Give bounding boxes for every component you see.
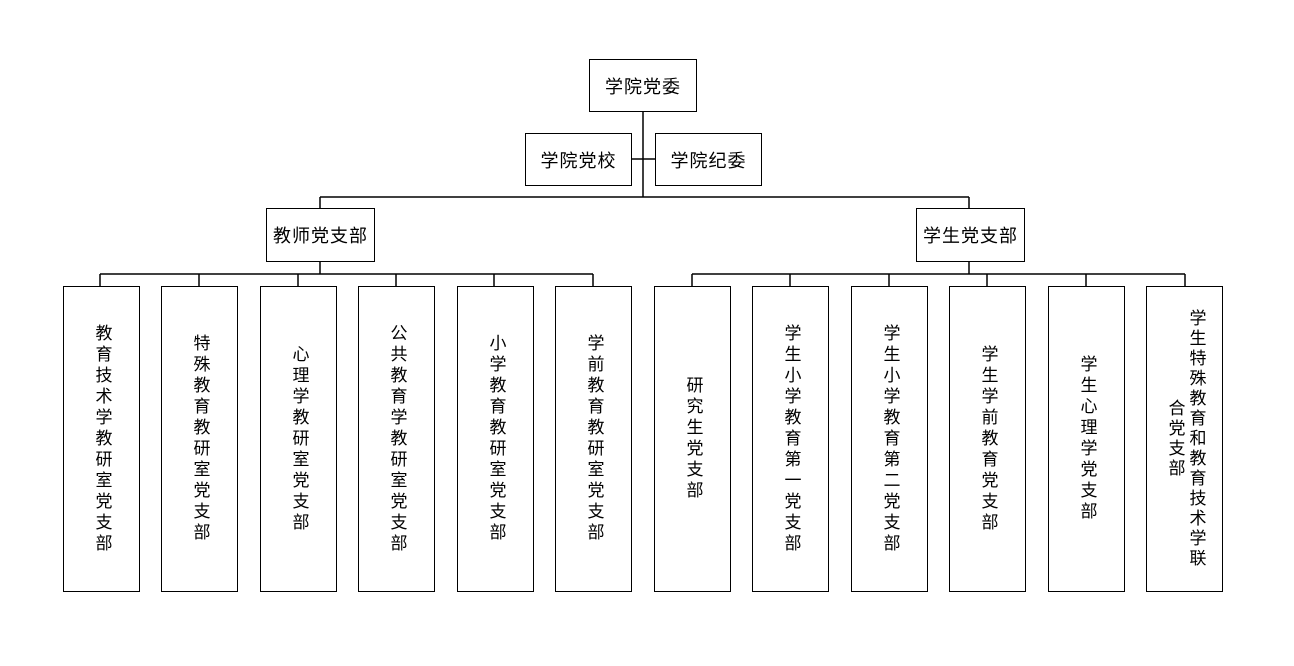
discipline-committee-label: 学院纪委 — [670, 150, 747, 172]
party-school-label: 学院党校 — [540, 150, 617, 172]
teacher-child-node: 学前教育教研室党支部 — [555, 286, 632, 592]
teacher-child-node: 特殊教育教研室党支部 — [161, 286, 238, 592]
student-child-node: 学生心理学党支部 — [1048, 286, 1125, 592]
teacher-child-label: 小学教育教研室党支部 — [485, 334, 506, 544]
student-branch-label: 学生党支部 — [923, 226, 1018, 247]
teacher-child-label: 特殊教育教研室党支部 — [189, 334, 210, 544]
student-child-node: 研究生党支部 — [654, 286, 731, 592]
teacher-child-node: 心理学教研室党支部 — [260, 286, 337, 592]
teacher-child-node: 公共教育学教研室党支部 — [358, 286, 435, 592]
teacher-child-label: 教育技术学教研室党支部 — [91, 323, 112, 555]
discipline-committee-node: 学院纪委 — [655, 133, 762, 186]
teacher-branch-label: 教师党支部 — [273, 226, 368, 247]
teacher-child-label: 心理学教研室党支部 — [288, 344, 309, 534]
teacher-child-node: 教育技术学教研室党支部 — [63, 286, 140, 592]
root-node: 学院党委 — [589, 59, 697, 112]
teacher-child-label: 公共教育学教研室党支部 — [386, 323, 407, 555]
student-child-label: 研究生党支部 — [682, 376, 703, 502]
student-child-node: 学生小学教育第二党支部 — [851, 286, 928, 592]
student-child-label: 学生特殊教育和教育技术学联合党支部 — [1164, 309, 1206, 569]
student-child-label: 学生小学教育第一党支部 — [780, 323, 801, 555]
student-child-node: 学生小学教育第一党支部 — [752, 286, 829, 592]
student-child-label: 学生小学教育第二党支部 — [879, 323, 900, 555]
teacher-child-node: 小学教育教研室党支部 — [457, 286, 534, 592]
teacher-child-label: 学前教育教研室党支部 — [583, 334, 604, 544]
student-branch-node: 学生党支部 — [916, 208, 1025, 262]
student-child-node: 学生特殊教育和教育技术学联合党支部 — [1146, 286, 1223, 592]
student-child-label: 学生学前教育党支部 — [977, 344, 998, 534]
teacher-branch-node: 教师党支部 — [266, 208, 375, 262]
student-child-label: 学生心理学党支部 — [1076, 355, 1097, 523]
student-child-node: 学生学前教育党支部 — [949, 286, 1026, 592]
party-school-node: 学院党校 — [525, 133, 632, 186]
root-label: 学院党委 — [605, 76, 681, 98]
